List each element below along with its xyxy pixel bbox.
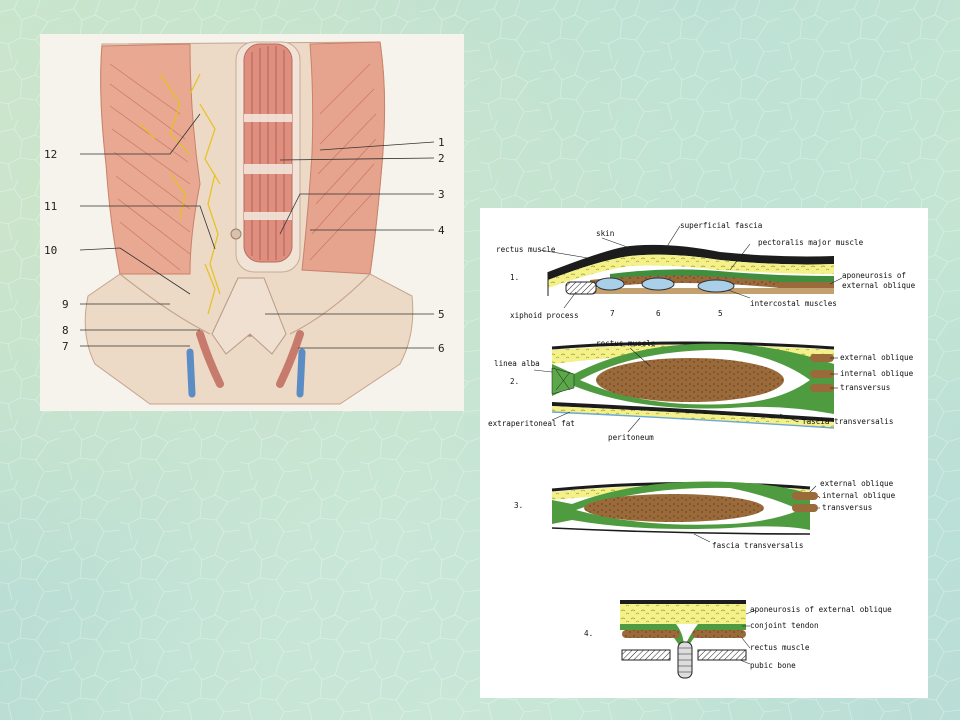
- s1-label-5: 5: [718, 309, 723, 318]
- s2-external-oblique: [810, 354, 834, 362]
- s3-internal-oblique: [792, 492, 818, 500]
- spermatic-cord-right: [276, 330, 304, 388]
- section-1: 1. skin superficial fascia rectus muscle…: [496, 221, 916, 320]
- s1-skin: [548, 244, 834, 280]
- linea-alba-lower: [211, 277, 287, 355]
- s3-label-transversus: transversus: [822, 503, 872, 512]
- s2-fascia-transversalis: [552, 402, 834, 422]
- callout-3: 3: [438, 188, 445, 201]
- s1-label-pectoralis: pectoralis major muscle: [758, 238, 864, 247]
- s2-rectus-muscle: [596, 358, 784, 402]
- s2-label-fascia-transversalis: fascia transversalis: [802, 417, 893, 426]
- section-4: 4. aponeurosis of external oblique conjo…: [584, 600, 892, 679]
- callout-6: 6: [438, 342, 445, 355]
- left-external-oblique: [100, 43, 201, 275]
- s3-label-internal-oblique: internal oblique: [822, 491, 896, 500]
- s3-label-external-oblique: external oblique: [820, 479, 894, 488]
- s2-label-peritoneum: peritoneum: [608, 433, 654, 442]
- callout-numbers: 1 2 3 4 5 6 7 8 9 10 11 12: [44, 136, 445, 355]
- s2-transversus: [810, 384, 834, 392]
- s1-cartilage-7: [595, 277, 625, 291]
- section-3: 3. external oblique internal oblique tra…: [514, 479, 896, 550]
- s1-label-aponeurosis-1: aponeurosis of: [842, 271, 906, 280]
- s1-label-skin: skin: [596, 229, 614, 238]
- s1-number: 1.: [510, 273, 519, 282]
- s2-number: 2.: [510, 377, 519, 386]
- callout-10: 10: [44, 244, 57, 257]
- s1-superficial-fascia: [548, 254, 834, 288]
- s4-pubic-bone-right: [697, 649, 747, 661]
- callout-1: 1: [438, 136, 445, 149]
- femoral-vein-left: [186, 348, 196, 398]
- s3-fascia-transversalis: [551, 527, 811, 535]
- section-2: 2. rectus muscle linea alba external obl…: [488, 339, 914, 442]
- rectus-sheath-cross-sections: 1. skin superficial fascia rectus muscle…: [488, 221, 916, 679]
- inguinal-ligament-left: [119, 273, 211, 335]
- callout-11: 11: [44, 200, 57, 213]
- callout-5: 5: [438, 308, 445, 321]
- s1-label-rectus: rectus muscle: [496, 245, 556, 254]
- s1-cartilage-6: [641, 277, 675, 291]
- s1-rectus: [590, 275, 780, 288]
- s3-number: 3.: [514, 501, 523, 510]
- s1-aponeurosis: [778, 282, 834, 288]
- s1-cartilage-5: [697, 279, 735, 293]
- s4-number: 4.: [584, 629, 593, 638]
- callout-lines: [79, 113, 435, 349]
- anatomy-illustration-panel: 1 2 3 4 5 6 7 8 9 10 11 12: [40, 34, 464, 411]
- s1-label-6: 6: [656, 309, 661, 318]
- s4-fat: [620, 604, 746, 624]
- s4-pubic-bone-left: [621, 649, 671, 661]
- s2-extraperitoneal-fat: [552, 406, 834, 428]
- s2-label-internal-oblique: internal oblique: [840, 369, 914, 378]
- callout-7: 7: [62, 340, 69, 353]
- s2-label-transversus: transversus: [840, 383, 890, 392]
- s4-label-rectus: rectus muscle: [750, 643, 810, 652]
- femoral-vein-right: [296, 348, 306, 398]
- s1-xiphoid: [565, 281, 597, 295]
- s4-label-aponeurosis: aponeurosis of external oblique: [750, 605, 892, 614]
- s2-peritoneum: [551, 411, 835, 429]
- callout-9: 9: [62, 298, 69, 311]
- s4-rectus-left: [622, 630, 680, 638]
- callout-8: 8: [62, 324, 69, 337]
- s1-label-intercostal: intercostal muscles: [750, 299, 837, 308]
- umbilicus: [230, 228, 242, 240]
- callout-2: 2: [438, 152, 445, 165]
- cross-section-diagrams-panel: 1. skin superficial fascia rectus muscle…: [480, 208, 928, 698]
- callout-12: 12: [44, 148, 57, 161]
- s1-label-xiphoid: xiphoid process: [510, 311, 579, 320]
- cutaneous-nerves: [139, 73, 221, 315]
- s3-label-fascia-transversalis: fascia transversalis: [712, 541, 803, 550]
- s4-skin: [620, 600, 746, 604]
- anterior-abdominal-wall-illustration: 1 2 3 4 5 6 7 8 9 10 11 12: [44, 41, 445, 405]
- s2-skin-line: [551, 341, 835, 350]
- s4-rectus-right: [692, 630, 746, 638]
- callout-4: 4: [438, 224, 445, 237]
- s2-label-external-oblique: external oblique: [840, 353, 914, 362]
- s1-pectoralis: [610, 269, 834, 284]
- s1-label-superficial-fascia: superficial fascia: [680, 221, 762, 230]
- right-external-oblique: [301, 41, 386, 275]
- spermatic-cord-left: [196, 330, 224, 388]
- s2-label-linea-alba: linea alba: [494, 359, 540, 368]
- s2-label-rectus: rectus muscle: [596, 339, 656, 348]
- inguinal-ligament-right: [289, 273, 371, 335]
- s3-rectus-muscle: [584, 494, 764, 522]
- s1-label-7: 7: [610, 309, 615, 318]
- s4-label-pubic-bone: pubic bone: [750, 661, 796, 670]
- s2-label-extraperitoneal-fat: extraperitoneal fat: [488, 419, 575, 428]
- s3-transversus: [792, 504, 818, 512]
- s2-internal-oblique: [810, 370, 834, 378]
- s1-label-aponeurosis-2: external oblique: [842, 281, 916, 290]
- s4-label-conjoint-tendon: conjoint tendon: [750, 621, 819, 630]
